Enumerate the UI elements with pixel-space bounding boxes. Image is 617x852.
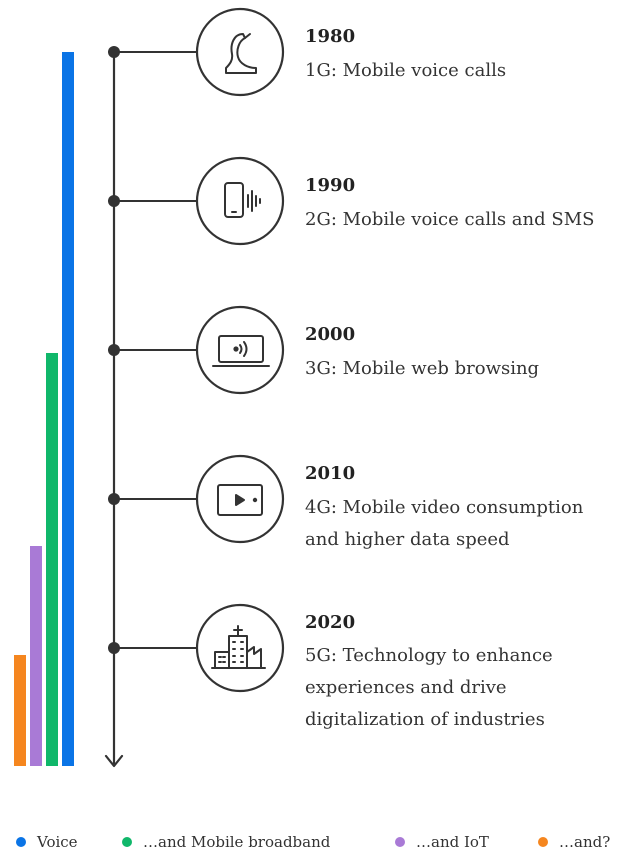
- bar-iot: [30, 546, 42, 766]
- milestone-description: experiences and drive: [305, 677, 507, 698]
- legend-item-iot: …and IoT: [395, 833, 489, 851]
- legend-label: …and IoT: [416, 833, 489, 851]
- bar-mobile-broadband: [46, 353, 58, 766]
- icon-circle: [195, 603, 285, 693]
- year-label: 1990: [305, 175, 355, 196]
- arrow-down-icon: [104, 754, 124, 768]
- year-label: 2020: [305, 612, 355, 633]
- legend-marker: [395, 837, 405, 847]
- video-player-icon: [217, 484, 263, 516]
- year-label: 2010: [305, 463, 355, 484]
- bar-and: [14, 655, 26, 766]
- milestone-description: 5G: Technology to enhance: [305, 645, 553, 666]
- milestone-description: 2G: Mobile voice calls and SMS: [305, 209, 594, 230]
- timeline-dot: [108, 46, 120, 58]
- legend-marker: [122, 837, 132, 847]
- icon-circle: [195, 156, 285, 246]
- legend-item-mobile-broadband: …and Mobile broadband: [122, 833, 331, 851]
- timeline-dot: [108, 642, 120, 654]
- milestone-1980: 1980 1G: Mobile voice calls: [108, 7, 506, 97]
- milestone-description: 1G: Mobile voice calls: [305, 60, 506, 81]
- legend: Voice …and Mobile broadband …and IoT …an…: [16, 833, 610, 851]
- timeline-dot: [108, 493, 120, 505]
- handset-icon: [225, 33, 257, 74]
- milestone-description: 3G: Mobile web browsing: [305, 358, 539, 379]
- milestone-description: 4G: Mobile video consumption: [305, 497, 584, 518]
- legend-label: Voice: [36, 833, 78, 851]
- year-label: 2000: [305, 324, 355, 345]
- capability-bars: [14, 52, 74, 766]
- legend-label: …and?: [559, 833, 610, 851]
- legend-item-and: …and?: [538, 833, 610, 851]
- legend-marker: [538, 837, 548, 847]
- timeline-dot: [108, 344, 120, 356]
- milestone-2000: 2000 3G: Mobile web browsing: [108, 305, 539, 395]
- bar-voice: [62, 52, 74, 766]
- milestone-1990: 1990 2G: Mobile voice calls and SMS: [108, 156, 594, 246]
- laptop-icon: [212, 335, 270, 367]
- milestone-description: digitalization of industries: [305, 709, 545, 730]
- timeline-dot: [108, 195, 120, 207]
- year-label: 1980: [305, 26, 355, 47]
- mobile-phone-icon: [224, 182, 261, 218]
- icon-circle: [195, 305, 285, 395]
- milestone-2020: 2020 5G: Technology to enhance experienc…: [108, 603, 553, 730]
- legend-marker: [16, 837, 26, 847]
- legend-item-voice: Voice: [16, 833, 78, 851]
- icon-circle: [195, 7, 285, 97]
- legend-label: …and Mobile broadband: [143, 833, 331, 851]
- timeline-axis: [104, 52, 124, 768]
- milestone-description: and higher data speed: [305, 529, 510, 550]
- milestone-2010: 2010 4G: Mobile video consumption and hi…: [108, 454, 584, 550]
- factory-icon: [211, 625, 266, 669]
